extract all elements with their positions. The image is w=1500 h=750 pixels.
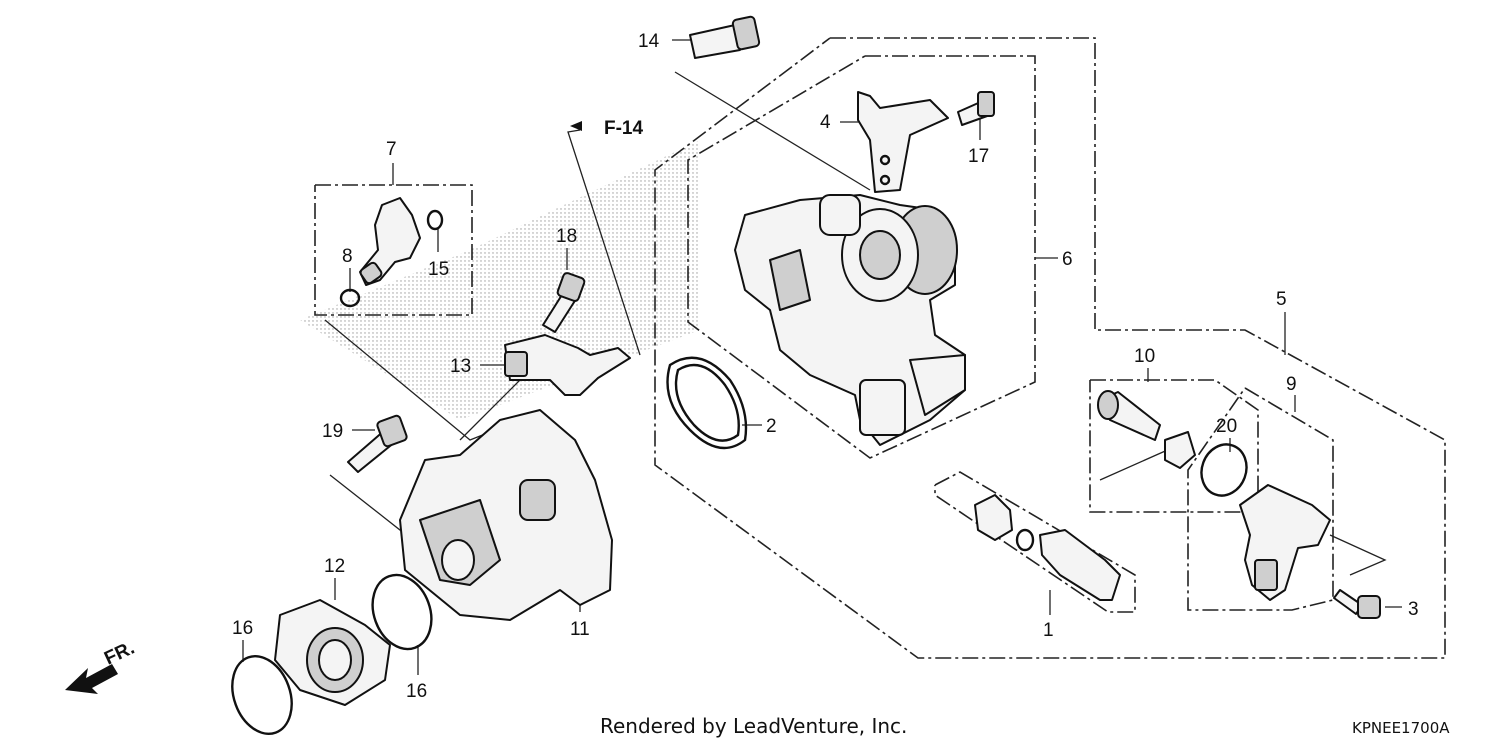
oring-20	[1200, 443, 1248, 497]
callout-14[interactable]: 14	[638, 31, 660, 52]
reference-arrow-icon	[570, 121, 582, 131]
plunger-10	[1097, 390, 1196, 469]
callout-10[interactable]: 10	[1134, 346, 1155, 367]
group-outline-9	[1187, 387, 1334, 611]
oring-16-small	[231, 655, 293, 735]
valve-1	[974, 494, 1121, 601]
callout-2[interactable]: 2	[766, 416, 777, 437]
leader-14	[674, 71, 871, 191]
screw-3	[1333, 589, 1381, 619]
bracket-4	[857, 91, 949, 193]
leader-f14	[567, 129, 641, 356]
leader-3b	[1329, 534, 1387, 576]
insulator-12	[274, 599, 391, 706]
ghost-shading	[300, 140, 700, 420]
callout-3[interactable]: 3	[1408, 599, 1419, 620]
oring-15	[426, 209, 444, 231]
callout-7[interactable]: 7	[386, 139, 397, 160]
group-outline-7	[314, 184, 473, 316]
callout-18[interactable]: 18	[556, 226, 577, 247]
callout-16-left[interactable]: 16	[232, 618, 253, 639]
reference-f14[interactable]: F-14	[604, 118, 644, 139]
callout-5[interactable]: 5	[1276, 289, 1287, 310]
diagram-code: KPNEE1700A	[1352, 719, 1450, 737]
bolt-19	[347, 414, 408, 473]
callout-15[interactable]: 15	[428, 259, 449, 280]
bolt-14	[689, 15, 761, 59]
callout-4[interactable]: 4	[820, 112, 831, 133]
bolt-17	[957, 91, 995, 126]
sensor-9	[1239, 484, 1331, 601]
callout-11[interactable]: 11	[570, 619, 590, 640]
gasket-2	[666, 356, 748, 450]
callout-13[interactable]: 13	[450, 356, 471, 377]
callout-19[interactable]: 19	[322, 421, 343, 442]
callout-9[interactable]: 9	[1286, 374, 1297, 395]
callout-20[interactable]: 20	[1216, 416, 1237, 437]
front-direction-arrow	[65, 664, 118, 694]
group-outline-6	[687, 55, 1036, 459]
callout-12[interactable]: 12	[324, 556, 345, 577]
callout-8[interactable]: 8	[342, 246, 353, 267]
oring-16-large	[371, 573, 433, 651]
callout-6[interactable]: 6	[1062, 249, 1073, 270]
callout-16-right[interactable]: 16	[406, 681, 427, 702]
oring-8	[339, 288, 361, 308]
leader-13-to-body	[459, 379, 521, 441]
sensor-7	[359, 197, 421, 286]
joint-13	[504, 334, 631, 396]
bolt-18	[542, 272, 586, 333]
front-direction-label: FR.	[101, 638, 138, 670]
group-outline-1	[934, 471, 1136, 613]
callout-17[interactable]: 17	[968, 146, 989, 167]
group-outline-5	[654, 37, 1446, 659]
callout-1[interactable]: 1	[1043, 620, 1054, 641]
throttle-body-6	[734, 194, 966, 446]
intake-body-11	[399, 409, 613, 621]
credit-text: Rendered by LeadVenture, Inc.	[600, 714, 907, 738]
group-outline-10	[1089, 379, 1259, 513]
